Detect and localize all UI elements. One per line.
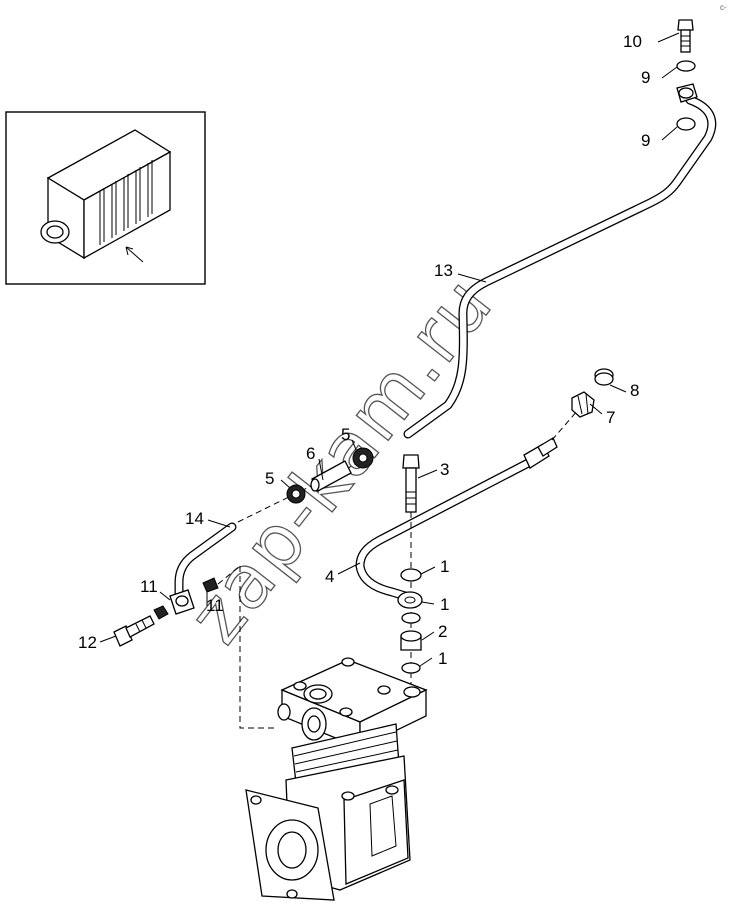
union-nut-7 — [571, 391, 595, 418]
callout-11-left: 11 — [140, 577, 158, 596]
callout-3: 3 — [440, 460, 449, 479]
callouts: 10 9 9 13 8 7 5 6 3 5 14 4 1 1 2 1 11 11… — [78, 32, 650, 668]
banjo-bolt-12 — [113, 615, 155, 647]
assembly-line-left-top — [217, 565, 241, 585]
washer-11-right — [202, 577, 219, 593]
callout-13: 13 — [434, 261, 453, 280]
sealing-washer-9-upper — [676, 60, 696, 72]
washer-11-left — [153, 605, 169, 620]
callout-1-middle: 1 — [440, 595, 449, 614]
assembly-line-7-8 — [551, 409, 579, 441]
callout-2: 2 — [438, 622, 447, 641]
callout-11-right: 11 — [206, 596, 224, 615]
callout-9-lower: 9 — [641, 131, 650, 150]
callout-7: 7 — [606, 408, 615, 427]
callout-8: 8 — [630, 381, 639, 400]
callout-4: 4 — [325, 567, 334, 586]
plug-8 — [594, 368, 614, 386]
connector-6 — [310, 460, 352, 492]
assembly-line-left — [239, 566, 276, 729]
leader-lines — [99, 32, 680, 667]
washer-1-top — [400, 568, 422, 582]
inset-engine-view — [5, 111, 206, 285]
corner-mark: c- — [720, 3, 727, 12]
callout-5-lower: 5 — [265, 469, 274, 488]
air-compressor — [245, 657, 428, 901]
banjo-fitting-top — [676, 83, 698, 103]
pipe-4 — [355, 437, 558, 603]
callout-9-upper: 9 — [641, 68, 650, 87]
washer-1-bottom — [401, 662, 421, 674]
callout-1-bottom: 1 — [438, 649, 447, 668]
callout-14: 14 — [185, 509, 204, 528]
banjo-bolt-10 — [677, 19, 694, 53]
banjo-fitting-left — [169, 589, 195, 615]
fitting-5-left — [286, 484, 306, 504]
fitting-5-right — [352, 447, 374, 469]
callout-5-upper: 5 — [341, 425, 350, 444]
callout-6: 6 — [306, 444, 315, 463]
adapter-2 — [400, 630, 422, 651]
washer-1-middle — [401, 612, 421, 624]
callout-10: 10 — [623, 32, 642, 51]
callout-12: 12 — [78, 633, 97, 652]
pipe-14 — [174, 522, 237, 603]
callout-1-top: 1 — [440, 557, 449, 576]
banjo-fitting-pipe-4 — [397, 591, 423, 609]
banjo-bolt-3 — [402, 454, 420, 513]
sealing-washer-9-lower — [676, 117, 696, 131]
